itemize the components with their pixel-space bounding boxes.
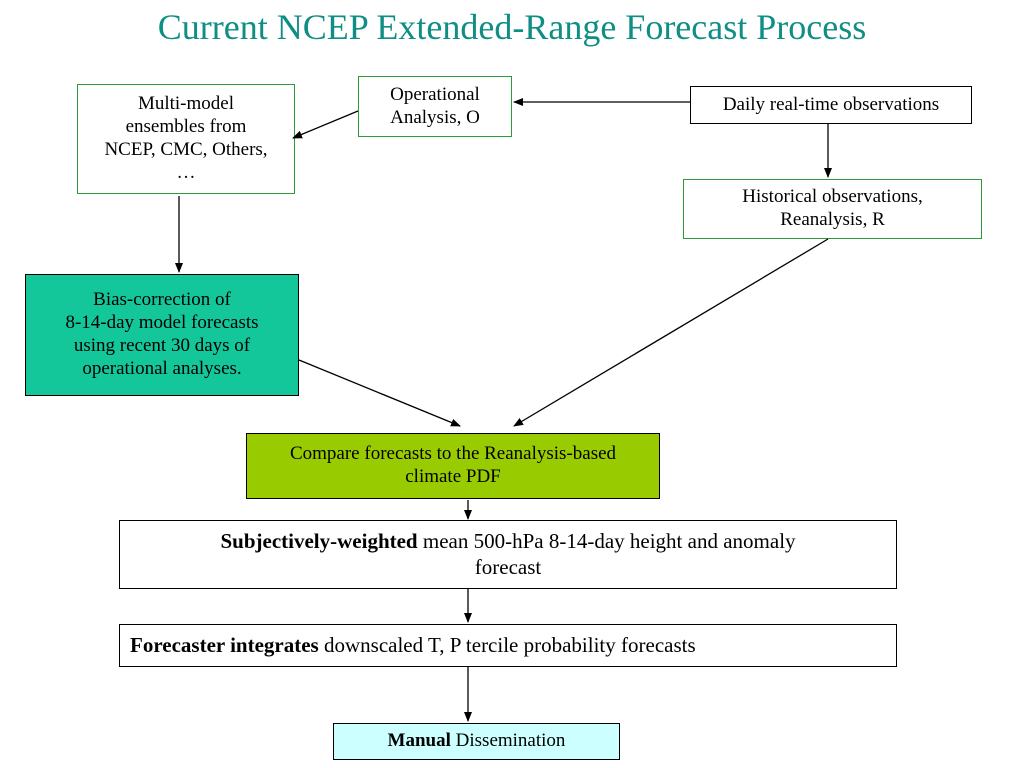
forecaster-integrates-rest: downscaled T, P tercile probability fore…: [318, 632, 696, 657]
page-title: Current NCEP Extended-Range Forecast Pro…: [157, 7, 867, 47]
bias-correction-label: Bias-correction of 8-14-day model foreca…: [65, 289, 259, 379]
forecaster-integrates-bold: Forecaster integrates: [130, 632, 319, 657]
multi-model-ensembles-label: Multi-model ensembles from NCEP, CMC, Ot…: [104, 93, 268, 183]
operational-analysis-label: Operational Analysis, O: [390, 83, 480, 128]
operational-analysis-box: Operational Analysis, O: [358, 76, 512, 137]
bias-correction-box: Bias-correction of 8-14-day model foreca…: [25, 274, 299, 396]
forecaster-integrates-label: Forecaster integrates downscaled T, P te…: [130, 633, 696, 658]
historical-observations-box: Historical observations, Reanalysis, R: [683, 179, 982, 239]
subjective-weighting-bold: Subjectively-weighted: [220, 529, 418, 554]
arrow-operational-to-multimodel: [292, 110, 359, 139]
compare-forecasts-box: Compare forecasts to the Reanalysis-base…: [246, 433, 660, 499]
subjective-weighting-label: Subjectively-weighted mean 500-hPa 8-14-…: [220, 529, 795, 579]
dissemination-bold: Manual: [387, 730, 451, 752]
arrow-bias-to-compare: [298, 359, 461, 427]
multi-model-ensembles-box: Multi-model ensembles from NCEP, CMC, Ot…: [77, 84, 295, 194]
subjective-weighting-rest: mean 500-hPa 8-14-day height and anomaly…: [422, 529, 796, 579]
daily-observations-box: Daily real-time observations: [690, 86, 972, 124]
arrow-historical-to-compare: [513, 238, 829, 427]
dissemination-label: Manual Dissemination: [388, 730, 566, 753]
dissemination-box: Manual Dissemination: [333, 723, 620, 760]
forecaster-integrates-box: Forecaster integrates downscaled T, P te…: [119, 624, 897, 667]
historical-observations-label: Historical observations, Reanalysis, R: [742, 186, 923, 230]
daily-observations-label: Daily real-time observations: [722, 93, 940, 115]
subjective-weighting-box: Subjectively-weighted mean 500-hPa 8-14-…: [119, 520, 897, 589]
dissemination-rest: Dissemination: [450, 730, 566, 752]
compare-forecasts-label: Compare forecasts to the Reanalysis-base…: [289, 443, 617, 487]
